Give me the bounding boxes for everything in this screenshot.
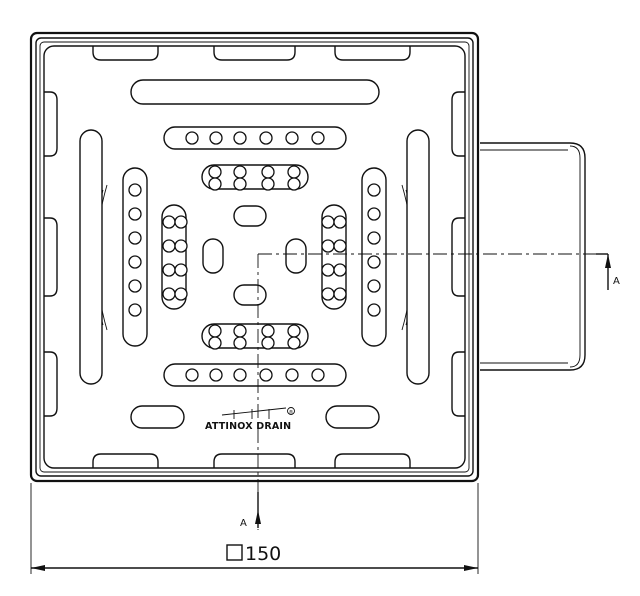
hole-row-top-middle [185,131,325,145]
hole-row-top-inner [208,165,301,191]
slot [130,405,185,429]
hole-col-left-inner [162,215,188,301]
brand-logo: ® ATTINOX DRAIN [205,407,295,432]
square-symbol [226,544,243,561]
hole-row-bottom-middle [185,368,325,382]
logo-mark: ® [289,409,294,416]
slot [233,205,267,227]
slot [163,126,347,150]
section-mark-right: A [596,253,620,290]
outlet-pipe [480,142,586,371]
slot [163,363,347,387]
hole-row-bottom-inner [208,324,301,350]
width-dimension: 150 [30,483,479,574]
slot [201,164,309,190]
centre-lines [257,253,600,530]
section-mark-bottom: A [240,492,261,529]
dimension-value: 150 [245,543,281,565]
slot [201,323,309,349]
slot [285,238,307,274]
section-label-bottom: A [240,518,247,529]
slot [233,284,267,306]
drain-body [29,31,480,483]
slot [202,238,224,274]
slot [406,129,430,385]
slot [130,79,380,105]
section-label-right: A [613,276,620,287]
grate [43,45,466,469]
slot [325,405,380,429]
hole-col-left-middle [128,183,142,317]
slot [321,204,347,310]
logo-text: ATTINOX DRAIN [205,421,291,432]
hole-col-right-middle [367,183,381,317]
hole-col-right-inner [321,215,347,301]
slot [161,204,187,310]
slot [79,129,103,385]
